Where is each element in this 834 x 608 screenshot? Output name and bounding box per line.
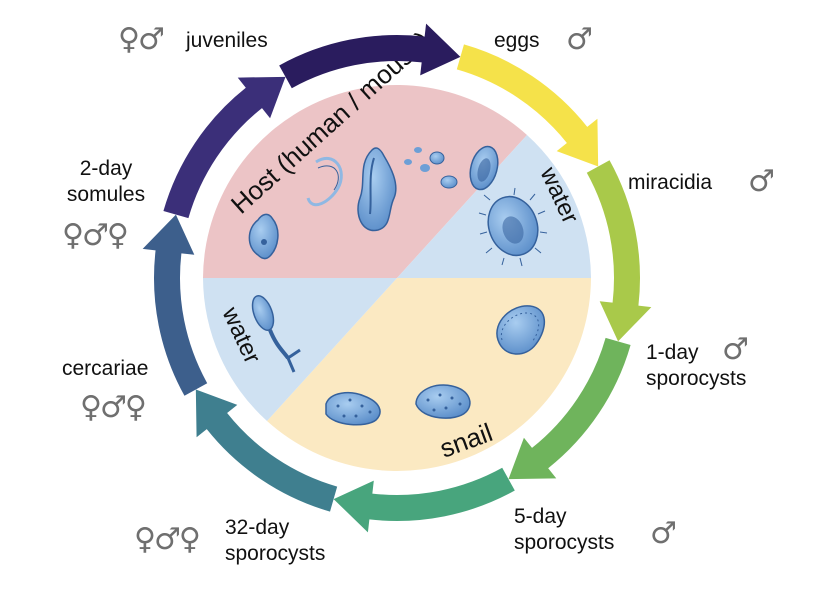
stage-label-miracidia: miracidia xyxy=(628,171,713,194)
water-sector-left xyxy=(203,278,397,421)
stage-label-5day-line2: sporocysts xyxy=(514,531,615,554)
stage-label-2day-line1: 2-day xyxy=(79,157,133,180)
stage-label-5day-sporocysts: 5-day sporocysts xyxy=(514,504,614,556)
juvenile-worm-illustration xyxy=(248,213,279,260)
sporocyst-illustration-3 xyxy=(325,391,381,426)
stage-label-1day-sporocysts: 1-day sporocysts xyxy=(646,340,746,392)
cercaria-illustration xyxy=(251,295,301,373)
sex-symbols-2day: ♀♂♀ xyxy=(62,218,129,253)
stage-label-cercariae: cercariae xyxy=(62,357,149,380)
cycle-arrow-1day xyxy=(508,337,631,480)
stage-label-1day-line2: sporocysts xyxy=(646,367,747,390)
cycle-arrow-eggs xyxy=(456,44,599,167)
stage-label-5day-line1: 5-day xyxy=(514,505,567,528)
cycle-arrow-5day xyxy=(333,467,515,533)
cycle-arrow-juveniles xyxy=(279,23,461,89)
stage-label-32day-sporocysts: 32-day sporocysts xyxy=(225,515,325,567)
male-symbol-1day: ♂ xyxy=(722,332,749,367)
cycle-arrow-32day xyxy=(195,389,338,512)
stage-label-eggs: eggs xyxy=(494,29,540,52)
male-symbol-eggs: ♂ xyxy=(566,22,593,57)
cycle-arrow-cercariae xyxy=(142,214,208,396)
male-symbol-miracidia: ♂ xyxy=(748,164,775,199)
stage-label-2day-somules: 2-day somules xyxy=(56,156,156,208)
stage-label-32day-line2: sporocysts xyxy=(225,542,326,565)
sporocyst-illustration-2 xyxy=(415,384,471,419)
cycle-arrow-somules xyxy=(163,76,286,219)
stage-label-2day-line2: somules xyxy=(66,183,146,206)
egg-cluster-illustration xyxy=(404,145,499,191)
sporocyst-illustration-1 xyxy=(496,305,545,355)
cycle-arrow-miracidia xyxy=(586,160,652,342)
stage-label-1day-line1: 1-day xyxy=(646,341,699,364)
cycle-arrow-ring xyxy=(142,23,652,533)
miracidium-illustration xyxy=(478,187,548,267)
male-symbol-5day: ♂ xyxy=(650,516,677,551)
sex-symbols-cercariae: ♀♂♀ xyxy=(80,390,147,425)
adult-worm-illustration xyxy=(306,147,397,232)
stage-label-32day-line1: 32-day xyxy=(225,516,290,539)
stage-label-juveniles: juveniles xyxy=(186,29,268,52)
sex-symbols-32day: ♀♂♀ xyxy=(134,522,201,557)
sex-symbols-juveniles: ♀♂ xyxy=(118,22,165,57)
